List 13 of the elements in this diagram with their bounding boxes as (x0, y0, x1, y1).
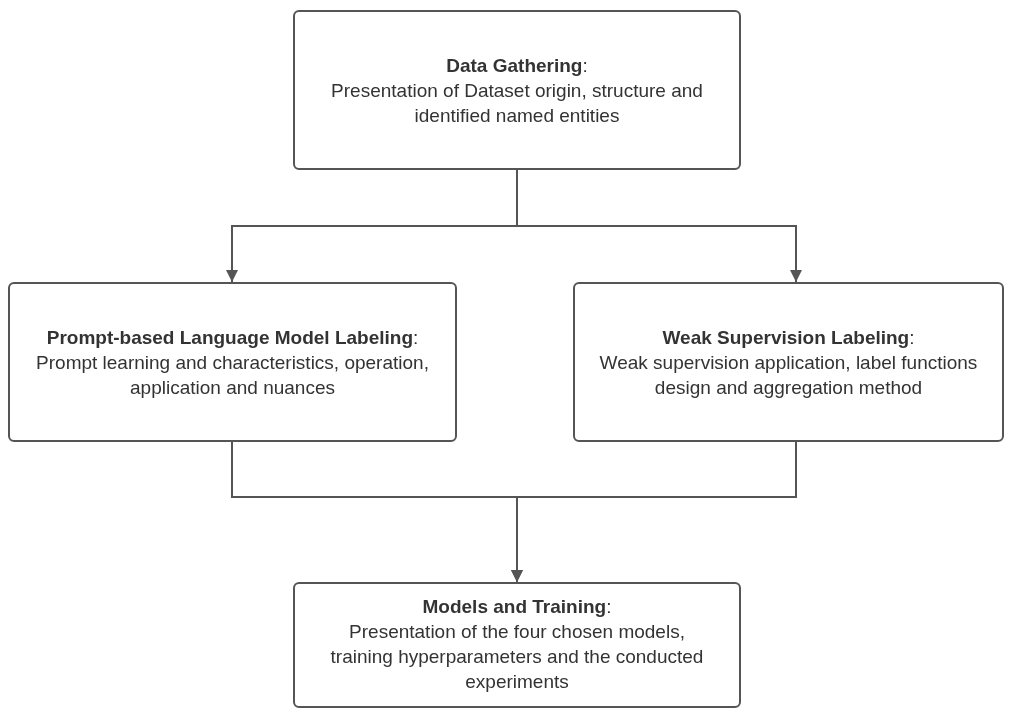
box-heading: Prompt-based Language Model Labeling: (46, 325, 419, 350)
box-heading: Weak Supervision Labeling: (662, 325, 915, 350)
process-box (573, 282, 1004, 442)
box-description: Presentation of the four chosen models, training hyperparameters and the conducted experiments (329, 620, 705, 694)
arrow (511, 441, 797, 583)
box-heading: Data Gathering: (446, 53, 588, 78)
box-heading: Models and Training: (422, 595, 612, 619)
process-box (293, 582, 741, 708)
box-description: Weak supervision application, label functions design and aggregation method (598, 350, 979, 400)
box-description: Presentation of Dataset origin, structure and identified named entities (330, 78, 704, 128)
process-box (293, 10, 741, 170)
process-box (8, 282, 457, 442)
box-description: Prompt learning and characteristics, operation, application and nuances (35, 350, 430, 400)
